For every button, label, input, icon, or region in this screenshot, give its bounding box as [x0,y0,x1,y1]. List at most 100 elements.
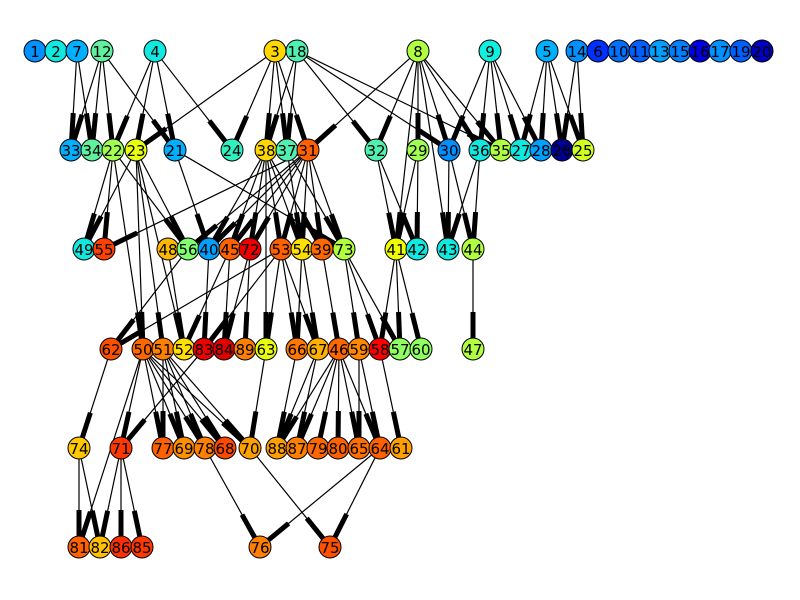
node-57[interactable]: 57 [388,337,412,361]
node-70[interactable]: 70 [238,436,262,460]
node-circle[interactable] [750,39,774,63]
node-84[interactable]: 84 [212,337,236,361]
node-87[interactable]: 87 [285,436,309,460]
node-18[interactable]: 18 [285,39,309,63]
node-9[interactable]: 9 [478,39,502,63]
node-11[interactable]: 11 [628,39,652,63]
node-58[interactable]: 58 [368,337,392,361]
node-17[interactable]: 17 [708,39,732,63]
node-49[interactable]: 49 [72,237,96,261]
node-12[interactable]: 12 [90,39,114,63]
node-circle[interactable] [213,436,237,460]
node-32[interactable]: 32 [364,138,388,162]
node-89[interactable]: 89 [233,337,257,361]
node-38[interactable]: 38 [254,138,278,162]
node-circle[interactable] [220,138,244,162]
node-34[interactable]: 34 [80,138,104,162]
node-circle[interactable] [238,237,262,261]
node-circle[interactable] [65,39,89,63]
node-66[interactable]: 66 [285,337,309,361]
node-86[interactable]: 86 [109,535,133,559]
node-circle[interactable] [130,535,154,559]
node-44[interactable]: 44 [461,237,485,261]
node-circle[interactable] [535,39,559,63]
node-circle[interactable] [92,237,116,261]
node-69[interactable]: 69 [172,436,196,460]
node-30[interactable]: 30 [437,138,461,162]
node-circle[interactable] [109,436,133,460]
node-21[interactable]: 21 [163,138,187,162]
node-23[interactable]: 23 [124,138,148,162]
node-4[interactable]: 4 [143,39,167,63]
node-75[interactable]: 75 [318,535,342,559]
node-81[interactable]: 81 [67,535,91,559]
node-74[interactable]: 74 [67,436,91,460]
node-88[interactable]: 88 [265,436,289,460]
node-52[interactable]: 52 [172,337,196,361]
node-63[interactable]: 63 [254,337,278,361]
node-78[interactable]: 78 [193,436,217,460]
node-circle[interactable] [101,138,125,162]
node-53[interactable]: 53 [269,237,293,261]
node-circle[interactable] [99,337,123,361]
node-circle[interactable] [238,436,262,460]
node-3[interactable]: 3 [263,39,287,63]
node-13[interactable]: 13 [648,39,672,63]
node-circle[interactable] [143,39,167,63]
node-20[interactable]: 20 [750,39,774,63]
node-circle[interactable] [461,337,485,361]
node-circle[interactable] [318,535,342,559]
node-circle[interactable] [248,535,272,559]
node-2[interactable]: 2 [44,39,68,63]
node-65[interactable]: 65 [347,436,371,460]
node-80[interactable]: 80 [326,436,350,460]
node-circle[interactable] [436,237,460,261]
node-56[interactable]: 56 [176,237,200,261]
node-50[interactable]: 50 [131,337,155,361]
node-circle[interactable] [405,237,429,261]
node-79[interactable]: 79 [306,436,330,460]
node-circle[interactable] [163,138,187,162]
node-41[interactable]: 41 [384,237,408,261]
node-circle[interactable] [67,436,91,460]
node-59[interactable]: 59 [347,337,371,361]
node-29[interactable]: 29 [406,138,430,162]
node-39[interactable]: 39 [310,237,334,261]
node-60[interactable]: 60 [409,337,433,361]
node-circle[interactable] [90,39,114,63]
node-62[interactable]: 62 [99,337,123,361]
node-61[interactable]: 61 [389,436,413,460]
node-48[interactable]: 48 [156,237,180,261]
node-45[interactable]: 45 [218,237,242,261]
node-51[interactable]: 51 [151,337,175,361]
node-22[interactable]: 22 [101,138,125,162]
node-circle[interactable] [285,39,309,63]
node-64[interactable]: 64 [368,436,392,460]
node-73[interactable]: 73 [332,237,356,261]
node-46[interactable]: 46 [327,337,351,361]
node-8[interactable]: 8 [406,39,430,63]
node-25[interactable]: 25 [571,138,595,162]
node-5[interactable]: 5 [535,39,559,63]
node-circle[interactable] [389,436,413,460]
node-31[interactable]: 31 [296,138,320,162]
node-circle[interactable] [364,138,388,162]
node-19[interactable]: 19 [729,39,753,63]
node-15[interactable]: 15 [668,39,692,63]
node-42[interactable]: 42 [405,237,429,261]
node-35[interactable]: 35 [489,138,513,162]
node-circle[interactable] [437,138,461,162]
node-26[interactable]: 26 [550,138,574,162]
node-85[interactable]: 85 [130,535,154,559]
node-circle[interactable] [406,39,430,63]
node-10[interactable]: 10 [607,39,631,63]
node-43[interactable]: 43 [436,237,460,261]
node-circle[interactable] [461,237,485,261]
node-76[interactable]: 76 [248,535,272,559]
node-6[interactable]: 6 [586,39,610,63]
node-14[interactable]: 14 [565,39,589,63]
node-24[interactable]: 24 [220,138,244,162]
node-71[interactable]: 71 [109,436,133,460]
node-67[interactable]: 67 [306,337,330,361]
node-40[interactable]: 40 [197,237,221,261]
